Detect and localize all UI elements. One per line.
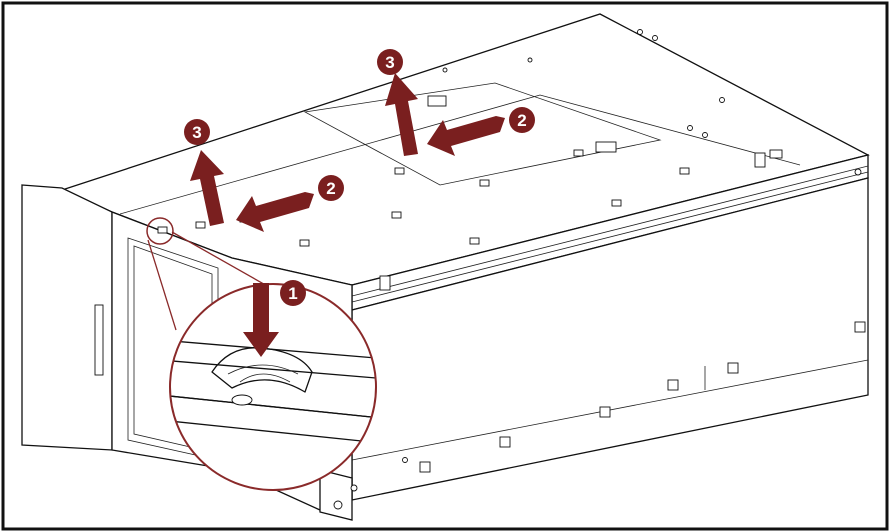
latch-callout — [169, 283, 377, 491]
screw-hole — [652, 35, 658, 41]
side-fastener — [419, 461, 431, 473]
screw-hole — [442, 67, 448, 73]
chassis — [21, 13, 870, 521]
front-screw — [333, 500, 343, 510]
step-3-arrow-left — [190, 150, 224, 226]
step-badge-3-right: 3 — [377, 49, 403, 75]
step-1-arrow — [243, 283, 279, 357]
panel-notch-top — [427, 95, 447, 107]
side-fastener — [499, 436, 511, 448]
clip — [391, 211, 402, 219]
front-screw-2 — [350, 484, 358, 492]
step-badge-2-right: 2 — [509, 107, 535, 133]
latch-tab-contour — [227, 364, 299, 375]
latch-clip — [157, 226, 168, 234]
screw-hole — [702, 132, 708, 138]
clip — [469, 237, 480, 245]
clip — [394, 167, 405, 175]
side-fastener — [727, 362, 739, 374]
rail-stop — [754, 152, 766, 168]
step-3-arrow-right — [385, 73, 418, 156]
clip — [679, 167, 690, 175]
screw-hole — [687, 125, 693, 131]
clip — [573, 149, 584, 157]
callout-edge-line-2 — [170, 394, 376, 421]
step-badge-2-right-label: 2 — [517, 111, 526, 130]
rail-groove — [351, 165, 869, 297]
screw-hole — [719, 97, 725, 103]
front-handle — [94, 304, 104, 376]
front-post — [319, 469, 353, 521]
clip — [769, 149, 783, 159]
top-panel-outline — [303, 82, 662, 186]
clip — [195, 221, 206, 229]
screw-hole — [854, 168, 862, 176]
step-badge-3-left-label: 3 — [192, 123, 201, 142]
panel-notch — [595, 141, 617, 153]
step-2-arrow-right — [427, 116, 505, 156]
callout-line-left — [147, 239, 177, 331]
callout-ring — [169, 283, 377, 491]
side-fastener — [667, 379, 679, 391]
step-badges: 1 2 2 3 3 — [184, 49, 535, 306]
step-2-arrow-left — [236, 192, 314, 232]
cover-seam — [119, 94, 801, 215]
callout-source-ring — [146, 217, 174, 245]
clip — [611, 199, 622, 207]
latch-hole — [231, 394, 253, 406]
side-fastener — [599, 406, 611, 418]
step-arrows — [190, 73, 505, 357]
callout-edge-line — [170, 359, 376, 381]
step-badge-1-label: 1 — [288, 284, 297, 303]
callout-background — [170, 284, 376, 490]
screw-hole — [527, 57, 533, 63]
rail-groove-2 — [351, 171, 869, 303]
step-badge-3-right-label: 3 — [385, 53, 394, 72]
step-badge-1: 1 — [280, 280, 306, 306]
step-badge-3-left: 3 — [184, 119, 210, 145]
side-fastener — [854, 321, 866, 333]
rail-stop-2 — [379, 275, 391, 291]
step-badge-2-left: 2 — [318, 175, 344, 201]
latch-tab-contour-2 — [239, 373, 291, 383]
clip — [479, 179, 490, 187]
step-badge-2-left-label: 2 — [326, 179, 335, 198]
latch-tab — [211, 347, 313, 393]
screw-hole — [402, 457, 408, 463]
callout-cover-edge — [170, 339, 376, 421]
screw-hole — [637, 29, 643, 35]
clip — [299, 239, 310, 247]
